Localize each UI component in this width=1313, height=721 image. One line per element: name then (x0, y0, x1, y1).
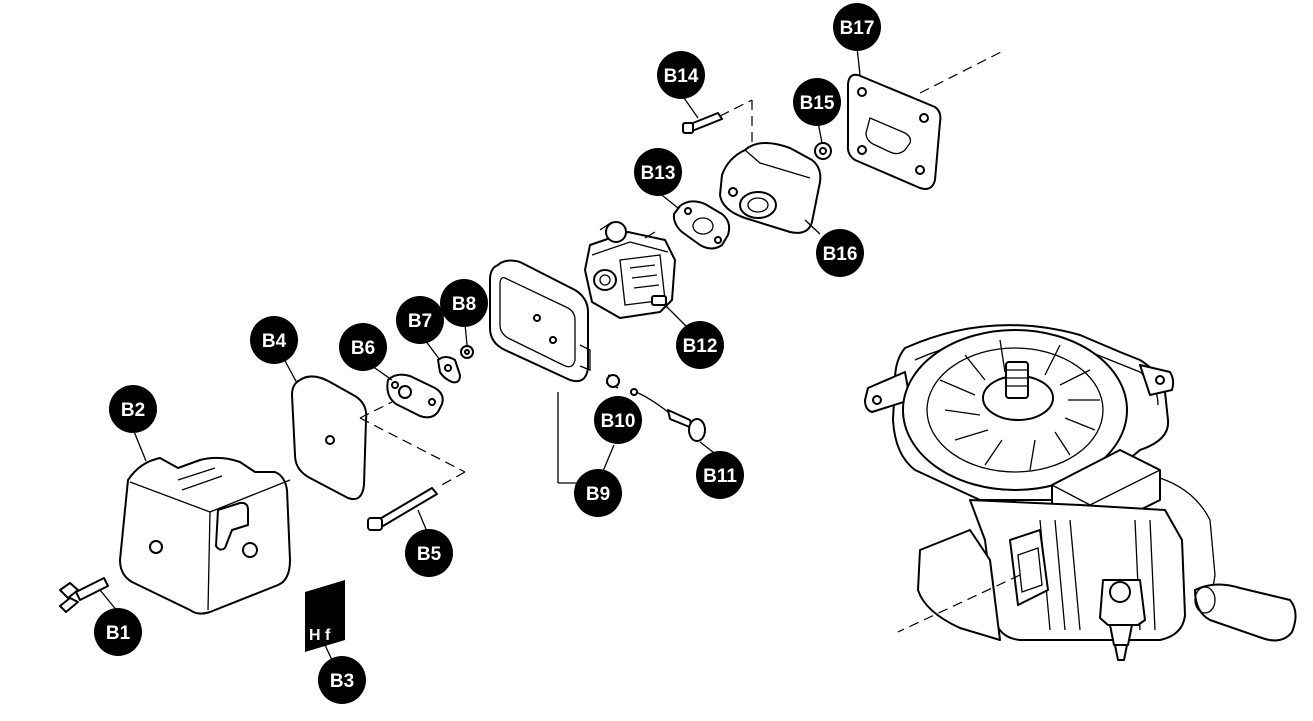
cover-b2 (119, 456, 291, 615)
callout-label-b1: B1 (106, 623, 131, 644)
callout-b11: B11 (696, 451, 744, 499)
callout-b5: B5 (405, 529, 453, 577)
callout-label-b4: B4 (262, 331, 287, 352)
callout-label-b13: B13 (641, 163, 676, 184)
callout-b6: B6 (339, 323, 387, 371)
washer-b8 (460, 345, 474, 359)
decal-b3: H f (305, 580, 345, 652)
insulator-b16 (719, 142, 822, 234)
callout-b14: B14 (657, 51, 705, 99)
callout-label-b2: B2 (121, 400, 145, 421)
callout-label-b16: B16 (823, 244, 858, 265)
callout-b17: B17 (833, 3, 881, 51)
callout-b13: B13 (634, 148, 682, 196)
callout-b7: B7 (396, 296, 444, 344)
gasket-b13 (672, 200, 731, 250)
long-bolt-b5 (359, 401, 466, 531)
callout-b10: B10 (594, 396, 642, 444)
spring-b10 (605, 374, 621, 389)
engine-assembly (864, 324, 1297, 661)
callout-label-b9: B9 (586, 484, 610, 505)
callout-b2: B2 (109, 385, 157, 433)
callout-b12: B12 (676, 321, 724, 369)
air-filter-case-b9 (489, 259, 615, 484)
callout-b16: B16 (816, 229, 864, 277)
choke-lever-b11 (630, 388, 706, 442)
callout-label-b6: B6 (351, 338, 375, 359)
callout-label-b11: B11 (703, 466, 737, 487)
callout-label-b5: B5 (417, 544, 442, 565)
decal-text: H f (309, 627, 331, 644)
filter-element-b4 (291, 375, 368, 501)
callout-label-b14: B14 (664, 66, 699, 87)
callout-label-b10: B10 (601, 411, 636, 432)
callout-b3: B3 (318, 656, 366, 704)
callout-label-b8: B8 (452, 294, 476, 315)
callout-label-b3: B3 (330, 671, 354, 692)
callout-label-b12: B12 (683, 336, 718, 357)
callout-label-b7: B7 (408, 311, 432, 332)
callout-b4: B4 (250, 316, 298, 364)
bracket-b6 (386, 373, 444, 419)
gasket-b17 (846, 49, 1006, 190)
callout-b1: B1 (94, 608, 142, 656)
callout-label-b17: B17 (840, 18, 875, 39)
nut-b15 (814, 142, 832, 160)
clip-b7 (437, 356, 461, 384)
carburetor-b12 (584, 221, 676, 319)
callout-b15: B15 (793, 78, 841, 126)
callout-label-b15: B15 (800, 93, 835, 114)
wing-bolt-b1 (59, 577, 109, 613)
callout-b8: B8 (440, 279, 488, 327)
callout-b9: B9 (574, 469, 622, 517)
